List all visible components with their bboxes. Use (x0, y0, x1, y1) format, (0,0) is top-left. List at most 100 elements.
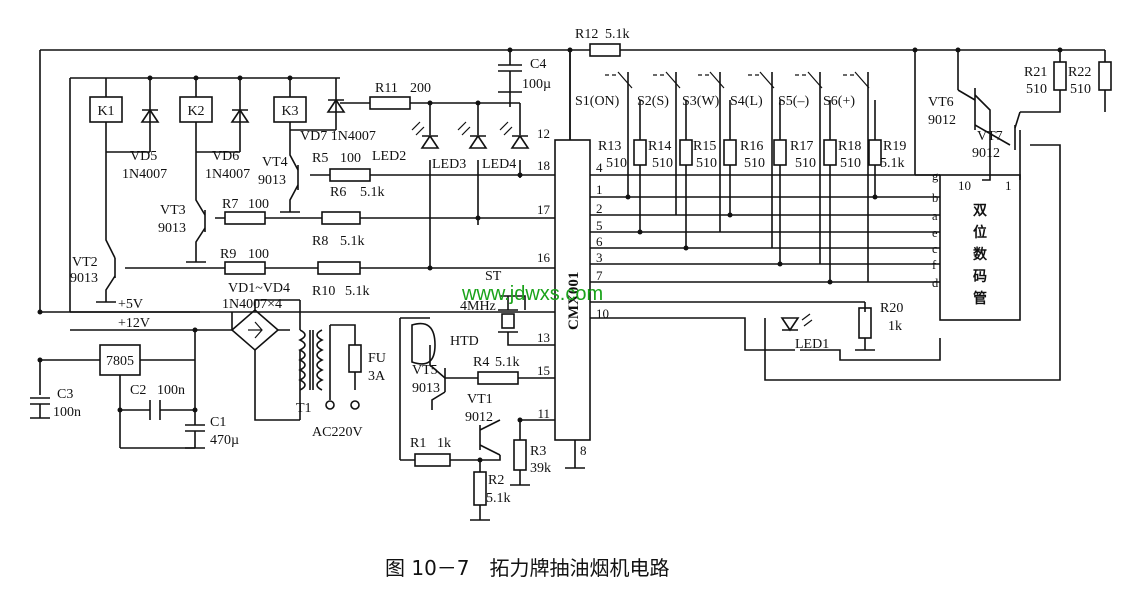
junction-dots (37, 47, 1063, 463)
r10-name: R10 (312, 284, 335, 299)
ic-pin-16: 16 (537, 250, 551, 265)
t1-label: T1 (296, 401, 312, 416)
ic-pin-4: 4 (596, 160, 603, 175)
r20-value: 1k (888, 319, 902, 334)
r16-name: R16 (740, 139, 763, 154)
r6-value: 5.1k (360, 185, 385, 200)
ic-pin-7: 7 (596, 268, 603, 283)
c4-value: 100µ (522, 77, 551, 92)
vd6-value: 1N4007 (205, 167, 250, 182)
vt7-name: VT7 (977, 129, 1003, 144)
r16-value: 510 (744, 156, 765, 171)
r18-name: R18 (838, 139, 861, 154)
r18-value: 510 (840, 156, 861, 171)
ic-pin-3: 3 (596, 250, 603, 265)
led3-label: LED3 (432, 157, 466, 172)
c2-value: 100n (157, 383, 185, 398)
r12-value: 5.1k (605, 27, 630, 42)
vt7-value: 9012 (972, 146, 1000, 161)
r15-value: 510 (696, 156, 717, 171)
vt1-name: VT1 (467, 392, 493, 407)
vt5-name: VT5 (412, 363, 438, 378)
vt5-value: 9013 (412, 381, 440, 396)
ic-label: CMX001 (566, 272, 582, 330)
r2-name: R2 (488, 473, 504, 488)
display-char-1: 双 (973, 203, 987, 219)
led2-label: LED2 (372, 149, 406, 164)
r4-name: R4 (473, 355, 489, 370)
dual-digit-display: 10 1 双 位 数 码 管 g b a e c f d (932, 169, 1021, 321)
ic-pin-2: 2 (596, 201, 603, 216)
vt1-value: 9012 (465, 410, 493, 425)
r1-name: R1 (410, 436, 426, 451)
switch-s4: S4(L) (730, 94, 763, 109)
vt6-name: VT6 (928, 95, 954, 110)
r8-name: R8 (312, 234, 328, 249)
r7-name: R7 (222, 197, 238, 212)
vd6-name: VD6 (212, 149, 239, 164)
r4-value: 5.1k (495, 355, 520, 370)
vt6-value: 9012 (928, 113, 956, 128)
ic-pin-18: 18 (537, 158, 550, 173)
switch-s2: S2(S) (637, 94, 669, 109)
seg-g: g (932, 169, 939, 183)
vd7-label: VD7 1N4007 (300, 129, 376, 144)
seg-f: f (932, 258, 937, 272)
r6-name: R6 (330, 185, 346, 200)
r2-value: 5.1k (486, 491, 511, 506)
r7-value: 100 (248, 197, 269, 212)
bridge-value: 1N4007×4 (222, 297, 282, 312)
leds: LED2 LED3 LED4 LED1 (372, 121, 829, 352)
r5-value: 100 (340, 151, 361, 166)
r22-name: R22 (1068, 65, 1091, 80)
watermark: www.jdwxs.com (461, 283, 603, 305)
r15-name: R15 (693, 139, 716, 154)
vt2-name: VT2 (72, 255, 98, 270)
st-label: ST (485, 269, 502, 284)
ic-pin-1: 1 (596, 182, 603, 197)
fu-label: FU (368, 351, 386, 366)
relay-k3: K3 (281, 104, 298, 119)
seg-e: e (932, 226, 938, 240)
ac-label: AC220V (312, 425, 363, 440)
r21-value: 510 (1026, 82, 1047, 97)
r8-value: 5.1k (340, 234, 365, 249)
r11-name: R11 (375, 81, 398, 96)
display-char-4: 码 (973, 269, 987, 285)
r22-value: 510 (1070, 82, 1091, 97)
r12-name: R12 (575, 27, 598, 42)
r14-value: 510 (652, 156, 673, 171)
v12-label: +12V (118, 316, 150, 331)
bridge-name: VD1~VD4 (228, 281, 290, 296)
seg-c: c (932, 242, 938, 256)
resistor-labels: R12 5.1k R11 200 R13 510 R14 510 R15 510… (220, 27, 1091, 506)
relays: K1 K2 K3 (89, 96, 307, 123)
capacitors: C4 100µ C3 100n C2 100n C1 470µ (53, 57, 551, 448)
r14-name: R14 (648, 139, 671, 154)
c1-name: C1 (210, 415, 226, 430)
r10-value: 5.1k (345, 284, 370, 299)
led1-label: LED1 (795, 337, 829, 352)
display-pin-10: 10 (958, 178, 971, 193)
diodes: VD5 1N4007 VD6 1N4007 VD7 1N4007 VD1~VD4… (122, 98, 376, 339)
ic-pin-5: 5 (596, 218, 603, 233)
ic-cmx001: CMX001 12 18 4 17 1 2 16 5 6 3 7 10 13 1… (537, 126, 609, 458)
seg-d: d (932, 276, 939, 290)
r21-name: R21 (1024, 65, 1047, 80)
display-char-2: 位 (973, 224, 987, 241)
switch-s1: S1(ON) (575, 94, 620, 109)
fu-value: 3A (368, 369, 386, 384)
c3-value: 100n (53, 405, 81, 420)
v5-label: +5V (118, 297, 143, 312)
misc-parts: 7805 +5V +12V ST 4MHz HTD T1 FU 3A AC220… (99, 269, 518, 440)
r20-name: R20 (880, 301, 903, 316)
display-pin-1: 1 (1005, 178, 1012, 193)
c1-value: 470µ (210, 433, 239, 448)
switch-s6: S6(+) (823, 94, 855, 109)
display-char-5: 管 (973, 290, 987, 307)
resistor-bodies (224, 43, 1112, 506)
vt2-value: 9013 (70, 271, 98, 286)
xtal-label: 4MHz (460, 299, 496, 314)
relay-k2: K2 (187, 104, 204, 119)
vd5-value: 1N4007 (122, 167, 167, 182)
